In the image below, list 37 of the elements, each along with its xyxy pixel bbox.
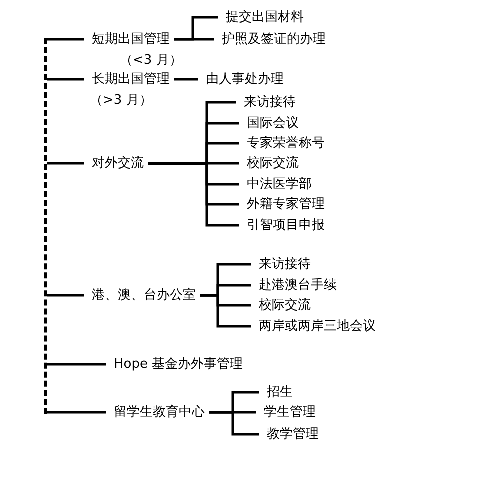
connector-line <box>200 294 251 328</box>
trunk-line <box>44 38 47 414</box>
connector-line <box>47 78 84 81</box>
connector-line <box>47 162 84 165</box>
branch-label: 引智项目申报 <box>247 218 325 233</box>
duration-note: （<3 月） <box>120 53 182 69</box>
connector-line <box>174 78 198 81</box>
connector-line <box>47 38 84 41</box>
connector-line <box>148 162 239 227</box>
branch-label: 国际会议 <box>247 116 299 131</box>
branch-label: 由人事处办理 <box>206 72 284 87</box>
branch-label: 校际交流 <box>259 298 311 313</box>
connector-line <box>209 411 259 436</box>
branch-label: 港、澳、台办公室 <box>92 288 196 303</box>
branch-label: 来访接待 <box>244 95 296 110</box>
branch-label: 对外交流 <box>92 156 144 171</box>
branch-label: 来访接待 <box>259 257 311 272</box>
branch-label: 外籍专家管理 <box>247 197 325 212</box>
branch-label: 专家荣誉称号 <box>247 136 325 151</box>
connector-line <box>47 411 106 414</box>
branch-label: 短期出国管理 <box>92 32 170 47</box>
branch-label: 提交出国材料 <box>226 10 304 25</box>
branch-label: 赴港澳台手续 <box>259 278 337 293</box>
branch-label: 教学管理 <box>267 427 319 442</box>
connector-line <box>174 38 214 41</box>
branch-label: 留学生教育中心 <box>114 405 205 420</box>
branch-label: 两岸或两岸三地会议 <box>259 319 376 334</box>
duration-note: （>3 月） <box>90 93 152 109</box>
branch-label: 护照及签证的办理 <box>222 32 326 47</box>
branch-label: 长期出国管理 <box>92 72 170 87</box>
connector-line <box>47 294 84 297</box>
connector-line <box>47 363 106 366</box>
branch-label: Hope 基金办外事管理 <box>114 357 244 372</box>
branch-label: 校际交流 <box>247 156 299 171</box>
branch-label: 中法医学部 <box>247 177 312 192</box>
branch-label: 学生管理 <box>264 405 316 420</box>
branch-label: 招生 <box>267 385 293 400</box>
